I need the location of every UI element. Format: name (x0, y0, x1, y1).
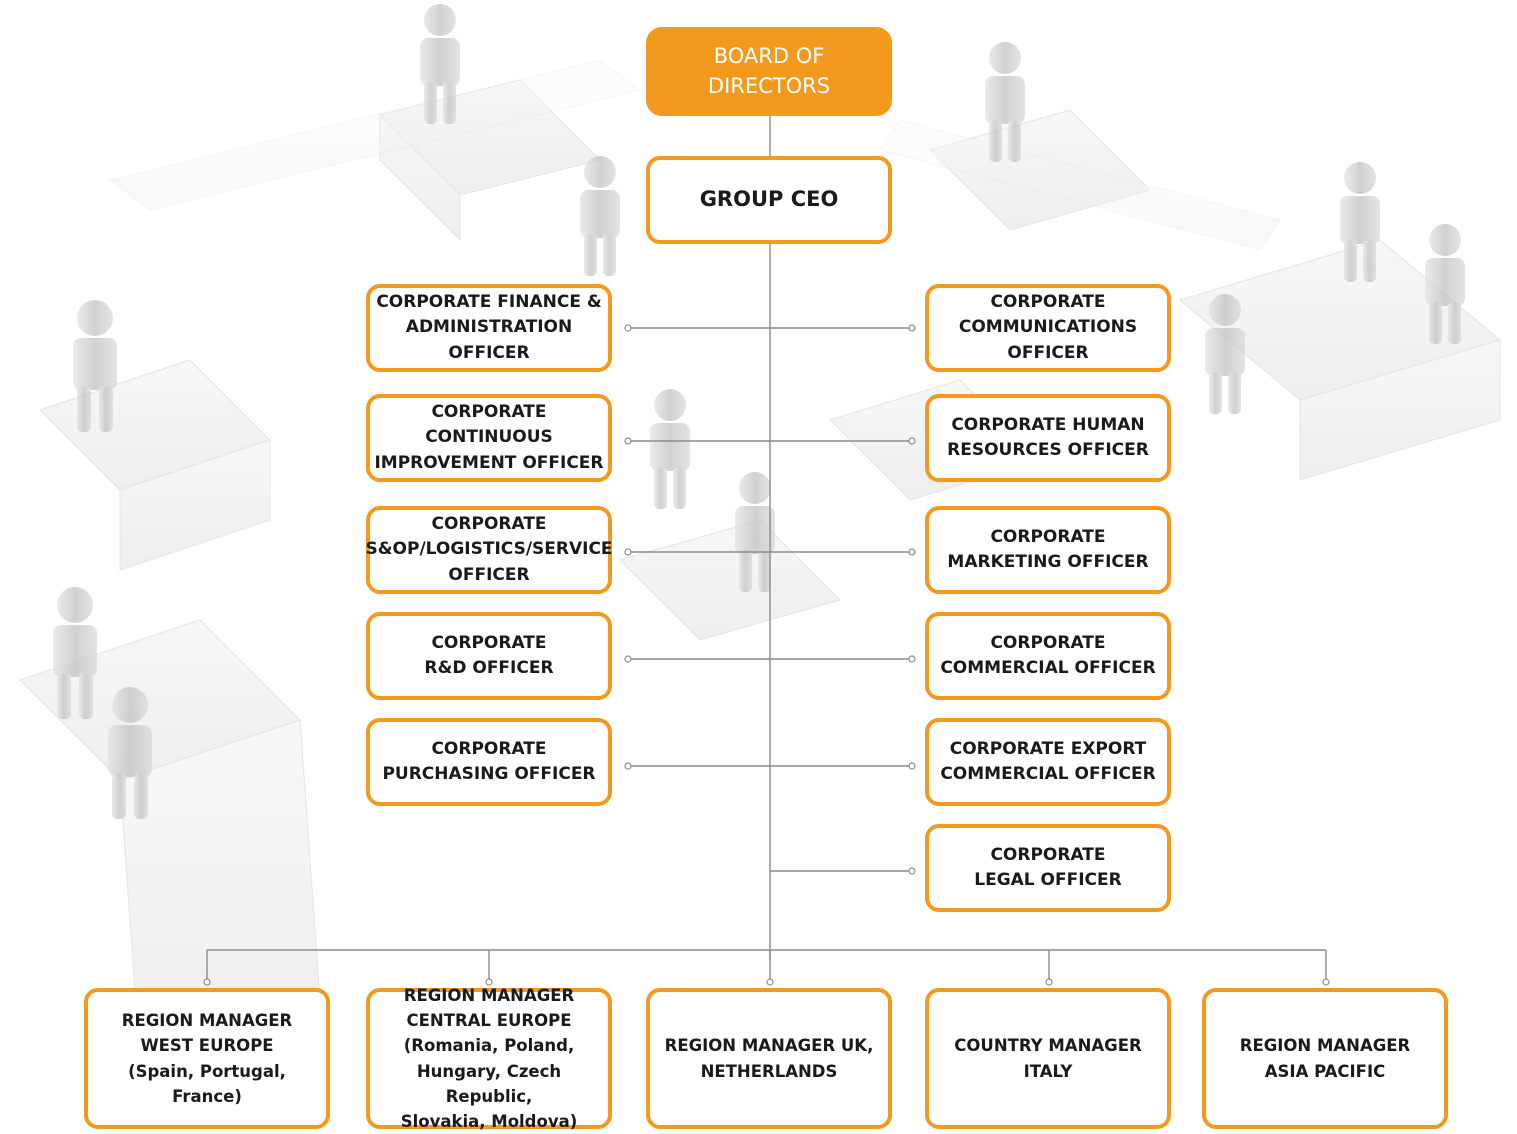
corporate-finance-administration-officer-node: CORPORATE FINANCE & ADMINISTRATION OFFIC… (366, 284, 612, 372)
connector-dot (624, 437, 632, 445)
connector-dot (1045, 978, 1053, 986)
connector-dot (908, 762, 916, 770)
corporate-commercial-officer-node: CORPORATE COMMERCIAL OFFICER (925, 612, 1171, 700)
corporate-human-resources-officer-node: CORPORATE HUMAN RESOURCES OFFICER (925, 394, 1171, 482)
corporate-export-commercial-officer-node: CORPORATE EXPORT COMMERCIAL OFFICER (925, 718, 1171, 806)
connector-dot (1322, 978, 1330, 986)
corporate-purchasing-officer-node: CORPORATE PURCHASING OFFICER (366, 718, 612, 806)
region-manager-uk-netherlands-node: REGION MANAGER UK, NETHERLANDS (646, 988, 892, 1129)
board-of-directors-node: BOARD OF DIRECTORS (646, 27, 892, 116)
connector-dot (624, 324, 632, 332)
group-ceo-node: GROUP CEO (646, 156, 892, 244)
region-manager-west-europe-node: REGION MANAGER WEST EUROPE (Spain, Portu… (84, 988, 330, 1129)
connector-dot (908, 437, 916, 445)
corporate-continuous-improvement-officer-node: CORPORATE CONTINUOUS IMPROVEMENT OFFICER (366, 394, 612, 482)
corporate-legal-officer-node: CORPORATE LEGAL OFFICER (925, 824, 1171, 912)
connector-dot (203, 978, 211, 986)
region-manager-central-europe-node: REGION MANAGER CENTRAL EUROPE (Romania, … (366, 986, 612, 1131)
connector-dot (908, 655, 916, 663)
corporate-rd-officer-node: CORPORATE R&D OFFICER (366, 612, 612, 700)
connector-dot (766, 978, 774, 986)
connector-dot (908, 548, 916, 556)
connector-dot (908, 867, 916, 875)
connector-dot (624, 548, 632, 556)
country-manager-italy-node: COUNTRY MANAGER ITALY (925, 988, 1171, 1129)
corporate-sop-logistics-service-officer-node: CORPORATE S&OP/LOGISTICS/SERVICE OFFICER (365, 506, 613, 594)
connector-dot (908, 324, 916, 332)
connector-dot (624, 762, 632, 770)
connector-dot (624, 655, 632, 663)
region-manager-asia-pacific-node: REGION MANAGER ASIA PACIFIC (1202, 988, 1448, 1129)
connector-dot (485, 978, 493, 986)
corporate-marketing-officer-node: CORPORATE MARKETING OFFICER (925, 506, 1171, 594)
corporate-communications-officer-node: CORPORATE COMMUNICATIONS OFFICER (925, 284, 1171, 372)
